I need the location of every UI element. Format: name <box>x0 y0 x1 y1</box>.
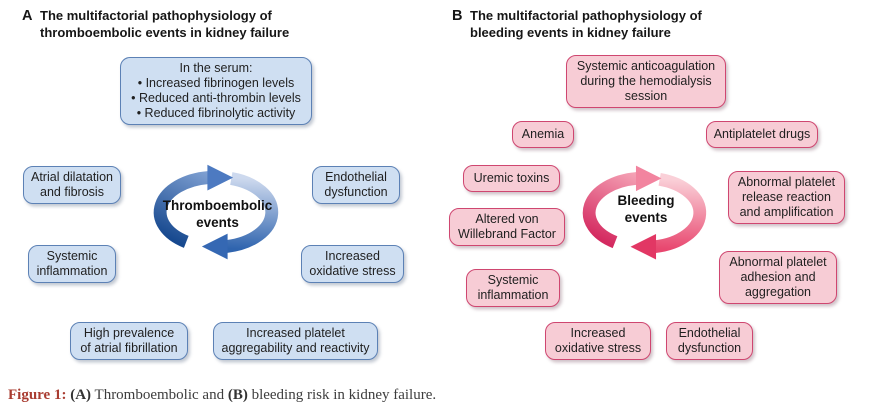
box-uremic-toxins: Uremic toxins <box>463 165 560 192</box>
box-oxidative-stress-a: Increased oxidative stress <box>301 245 404 283</box>
cycle-arrows-pink-icon <box>582 165 707 260</box>
panel-b-label: B <box>452 8 463 24</box>
cycle-arrows-blue-icon <box>153 164 279 260</box>
box-endothelial-dysfunction-b: Endothelial dysfunction <box>666 322 753 360</box>
cycle-label-thromboembolic: Thromboembolic events <box>162 198 273 230</box>
box-serum-factors: In the serum: • Increased fibrinogen lev… <box>120 57 312 125</box>
box-release-reaction: Abnormal platelet release reaction and a… <box>728 171 845 224</box>
caption-a-ref: (A) <box>66 387 92 403</box>
caption-b-text: bleeding risk in kidney failure. <box>247 387 437 403</box>
box-von-willebrand: Altered von Willebrand Factor <box>449 208 565 246</box>
cycle-band-left <box>582 172 638 249</box>
caption-figure-number: Figure 1: <box>8 387 67 403</box>
caption-a-text: Thromboembolic and <box>91 387 225 403</box>
box-systemic-inflammation-b: Systemic inflammation <box>466 269 560 307</box>
box-atrial-fibrillation: High prevalence of atrial fibrillation <box>70 322 188 360</box>
cycle-arrowhead-bottom <box>201 233 228 260</box>
cycle-arrowhead-bottom <box>630 233 657 260</box>
cycle-arrowhead-top <box>635 165 662 192</box>
box-adhesion-aggregation: Abnormal platelet adhesion and aggregati… <box>719 251 837 304</box>
box-platelet-aggregability: Increased platelet aggregability and rea… <box>213 322 378 360</box>
panel-a-label: A <box>22 8 33 24</box>
cycle-band-left <box>153 171 209 248</box>
cycle-band-right <box>654 173 707 254</box>
box-atrial-dilatation: Atrial dilatation and fibrosis <box>23 166 121 204</box>
caption-b-ref: (B) <box>224 387 248 403</box>
figure-caption: Figure 1: (A) Thromboembolic and (B) ble… <box>8 387 868 404</box>
cycle-label-bleeding: Bleeding events <box>617 193 675 225</box>
box-systemic-anticoagulation: Systemic anticoagulation during the hemo… <box>566 55 726 108</box>
cycle-arrowhead-top <box>207 164 234 191</box>
cycle-band-right <box>225 172 279 253</box>
box-systemic-inflammation-a: Systemic inflammation <box>28 245 116 283</box>
panel-b-title: The multifactorial pathophysiology of bl… <box>470 8 702 40</box>
box-oxidative-stress-b: Increased oxidative stress <box>545 322 651 360</box>
box-anemia: Anemia <box>512 121 574 148</box>
panel-a-title: The multifactorial pathophysiology of th… <box>40 8 290 40</box>
box-endothelial-dysfunction-a: Endothelial dysfunction <box>312 166 400 204</box>
box-antiplatelet-drugs: Antiplatelet drugs <box>706 121 818 148</box>
